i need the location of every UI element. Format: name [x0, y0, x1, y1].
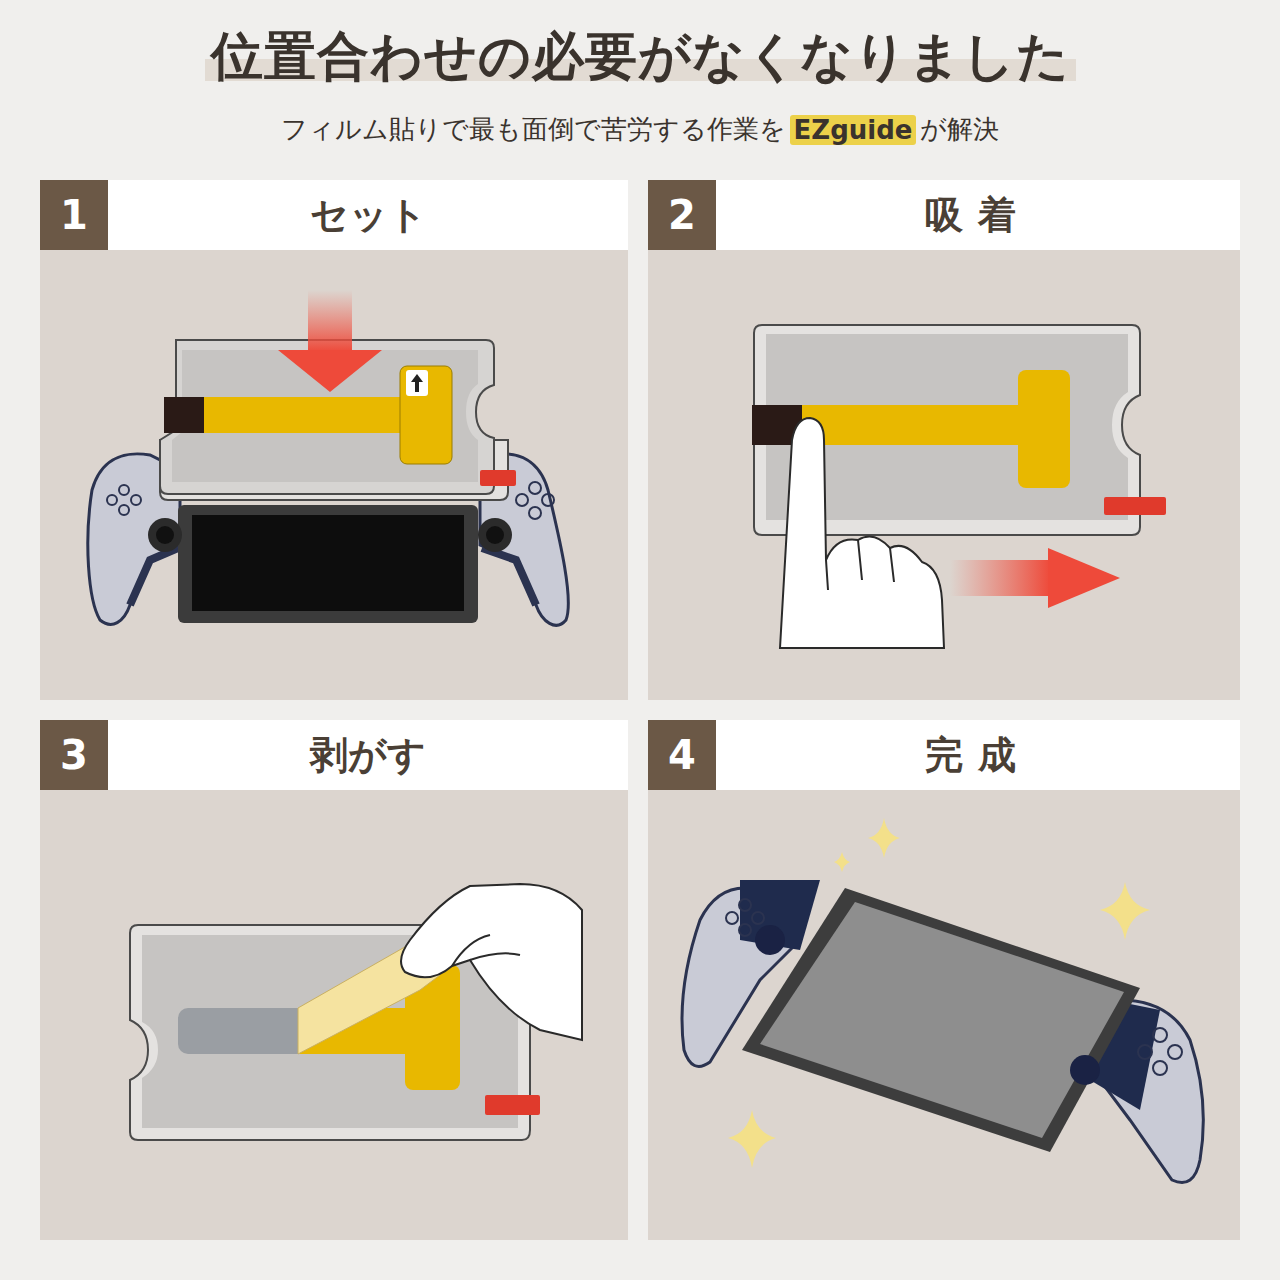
panel-header: 2吸着 [648, 180, 1240, 250]
panel-header: 1セット [40, 180, 628, 250]
step-panel: 4完成 [648, 720, 1240, 1240]
panel-ground [648, 790, 1240, 1240]
step-number: 1 [40, 180, 108, 250]
panel-ground [40, 790, 628, 1240]
step-number: 4 [648, 720, 716, 790]
step-label: 完成 [716, 720, 1240, 790]
step2-art [752, 325, 1166, 648]
subtitle-text: フィルム貼りで最も面倒で苦労する作業を [281, 112, 786, 147]
brand-highlight: EZguide [790, 115, 917, 145]
title-text: 位置合わせの必要がなくなりました [205, 26, 1076, 86]
step-label: セット [108, 180, 628, 250]
step-panel: 3剥がす [40, 720, 628, 1240]
panel-ground [648, 250, 1240, 700]
panel-header: 4完成 [648, 720, 1240, 790]
step1-art [88, 290, 569, 625]
step3-art [130, 884, 582, 1140]
title-row: 位置合わせの必要がなくなりました [0, 22, 1280, 92]
step-panel: 2吸着 [648, 180, 1240, 700]
panel-header: 3剥がす [40, 720, 628, 790]
step-number: 2 [648, 180, 716, 250]
step-label: 吸着 [716, 180, 1240, 250]
step-label: 剥がす [108, 720, 628, 790]
panel-ground [40, 250, 628, 700]
step4-art [682, 818, 1203, 1183]
step-panel: 1セット [40, 180, 628, 700]
step-number: 3 [40, 720, 108, 790]
subtitle-text: が解決 [920, 112, 999, 147]
subtitle-row: フィルム貼りで最も面倒で苦労する作業をEZguideが解決 [0, 112, 1280, 147]
